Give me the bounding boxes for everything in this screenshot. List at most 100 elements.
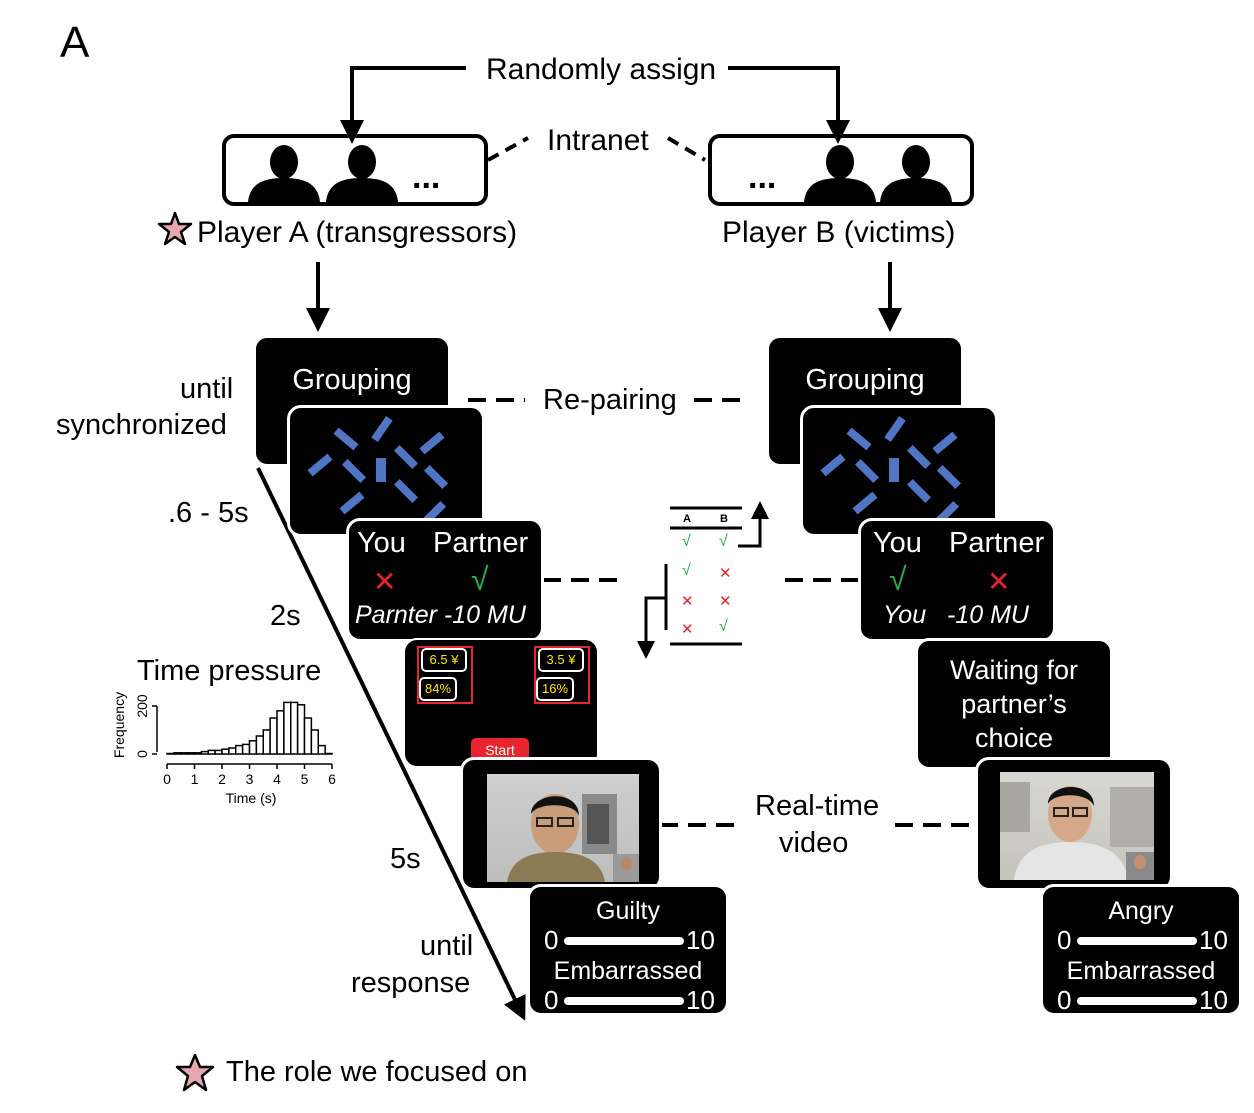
- embarrassed-scale-max-b: 10: [1199, 985, 1228, 1015]
- ellipsis-a: ...: [412, 158, 441, 196]
- legend-text: The role we focused on: [226, 1056, 528, 1088]
- right-prob-box: 16%: [536, 677, 574, 701]
- person-face-b: [1000, 782, 1154, 880]
- person-silhouettes-a: [248, 145, 398, 202]
- embarrassed-scale-min-a: 0: [544, 985, 559, 1015]
- outcome-you-b: You: [883, 601, 927, 629]
- person-face-a: [507, 794, 639, 882]
- right-price-box: 3.5 ¥: [538, 648, 584, 672]
- randomly-assign-label: Randomly assign: [486, 53, 717, 86]
- histogram-bar: [214, 749, 223, 755]
- outcome-screen-a: You Partner ✕ √ Parnter -10 MU: [346, 518, 544, 642]
- panel-label: A: [60, 18, 90, 67]
- histogram-x-tick-label: 0: [163, 771, 171, 787]
- angry-slider[interactable]: [1077, 937, 1197, 945]
- histogram-bar: [283, 701, 292, 755]
- realtime-video-line2: video: [779, 827, 849, 859]
- guilty-scale-min: 0: [544, 925, 559, 955]
- repairing-label: Re-pairing: [543, 384, 677, 416]
- player-a-label: Player A (transgressors): [197, 216, 518, 249]
- histogram-bar: [186, 752, 196, 755]
- table-cell-r3-a: ✕: [681, 593, 694, 610]
- waiting-line2: partner’s: [961, 689, 1067, 719]
- star-legend-icon: [175, 1053, 215, 1092]
- video-screen-a: [460, 757, 662, 891]
- embarrassed-scale-max-a: 10: [686, 985, 715, 1015]
- histogram-x-tick-label: 5: [301, 771, 309, 787]
- check-icon-b: √: [889, 561, 907, 597]
- embarrassed-slider-a[interactable]: [564, 997, 684, 1005]
- histogram-bar: [241, 743, 251, 755]
- cross-icon-b: ✕: [987, 566, 1011, 597]
- grouping-label-b: Grouping: [805, 364, 925, 396]
- histogram-x-tick-label: 1: [191, 771, 199, 787]
- left-price-box: 6.5 ¥: [421, 648, 467, 672]
- waiting-screen-b: Waiting for partner’s choice: [915, 638, 1113, 770]
- table-cell-r2-a: √: [682, 562, 691, 579]
- histogram-y-tick-label: 0: [134, 750, 150, 758]
- histogram-bar: [276, 710, 285, 755]
- outcome-screen-b: You Partner √ ✕ You -10 MU: [858, 518, 1056, 642]
- intranet-dash-right: [666, 136, 707, 162]
- you-label-b: You: [873, 527, 922, 559]
- assign-arrow-right: [728, 66, 850, 144]
- histogram-bar: [317, 744, 326, 755]
- histogram-bar: [180, 752, 189, 755]
- embarrassed-scale-min-b: 0: [1057, 985, 1072, 1015]
- you-label-a: You: [357, 527, 406, 559]
- realtime-video-line1: Real-time: [755, 790, 880, 822]
- table-cell-r4-a: ✕: [681, 621, 694, 638]
- histogram-bar: [303, 717, 313, 755]
- embarrassed-slider-b[interactable]: [1077, 997, 1197, 1005]
- check-icon-a: √: [471, 561, 489, 597]
- histogram-x-tick-label: 2: [218, 771, 226, 787]
- histogram-bar: [296, 704, 306, 755]
- histogram-bar: [221, 748, 230, 755]
- histogram-bar: [235, 744, 244, 755]
- left-option-frame: [417, 646, 473, 704]
- left-prob-box: 84%: [419, 677, 457, 701]
- histogram-bar: [193, 752, 203, 755]
- decision-screen-a: 6.5 ¥ 84% 3.5 ¥ 16% Start: [403, 638, 599, 768]
- webcam-feed-a: [487, 774, 639, 882]
- histogram-bar: [310, 729, 319, 755]
- histogram-y-tick-label: 200: [134, 694, 150, 718]
- duration-fixation: .6 - 5s: [168, 497, 249, 529]
- table-cell-r1-a: √: [682, 533, 691, 550]
- choice-table: [637, 501, 769, 659]
- histogram-x-tick-label: 4: [273, 771, 281, 787]
- histogram-bar: [207, 749, 216, 755]
- histogram-bar: [269, 717, 278, 755]
- timeline-arrow: [256, 467, 526, 1021]
- video-screen-b: [975, 757, 1173, 891]
- blue-bars-pattern-a: [307, 416, 449, 526]
- embarrassed-label-b: Embarrassed: [1066, 957, 1216, 985]
- player-b-group-box: ...: [708, 134, 974, 206]
- intranet-label: Intranet: [547, 124, 649, 157]
- angry-scale-min: 0: [1057, 925, 1072, 955]
- histogram-bar: [173, 752, 182, 755]
- histogram-bar: [200, 750, 209, 755]
- assign-arrow-left: [340, 66, 466, 144]
- stimulus-screen-b: [800, 405, 998, 537]
- star-icon: [157, 211, 193, 246]
- guilty-slider[interactable]: [564, 937, 684, 945]
- until-response-line1: until: [420, 930, 474, 962]
- stimulus-screen-a: [287, 405, 485, 537]
- grouping-label-a: Grouping: [292, 364, 412, 396]
- histogram-bar: [248, 740, 258, 755]
- histogram-xlabel: Time (s): [226, 790, 277, 806]
- webcam-feed-b: [1000, 772, 1154, 880]
- guilty-label: Guilty: [596, 897, 660, 925]
- rating-screen-b: Angry 0 10 Embarrassed 0 10: [1040, 884, 1242, 1016]
- outcome-text-a: Parnter -10 MU: [355, 601, 526, 629]
- partner-label-a: Partner: [433, 527, 529, 559]
- table-cell-r2-b: ✕: [719, 565, 732, 582]
- blue-bars-pattern-b: [820, 416, 962, 526]
- partner-label-b: Partner: [949, 527, 1045, 559]
- table-cell-r3-b: ✕: [719, 593, 732, 610]
- outcome-loss-b: -10 MU: [947, 601, 1029, 629]
- table-cell-r4-b: √: [719, 618, 728, 635]
- duration-video: 5s: [390, 843, 421, 875]
